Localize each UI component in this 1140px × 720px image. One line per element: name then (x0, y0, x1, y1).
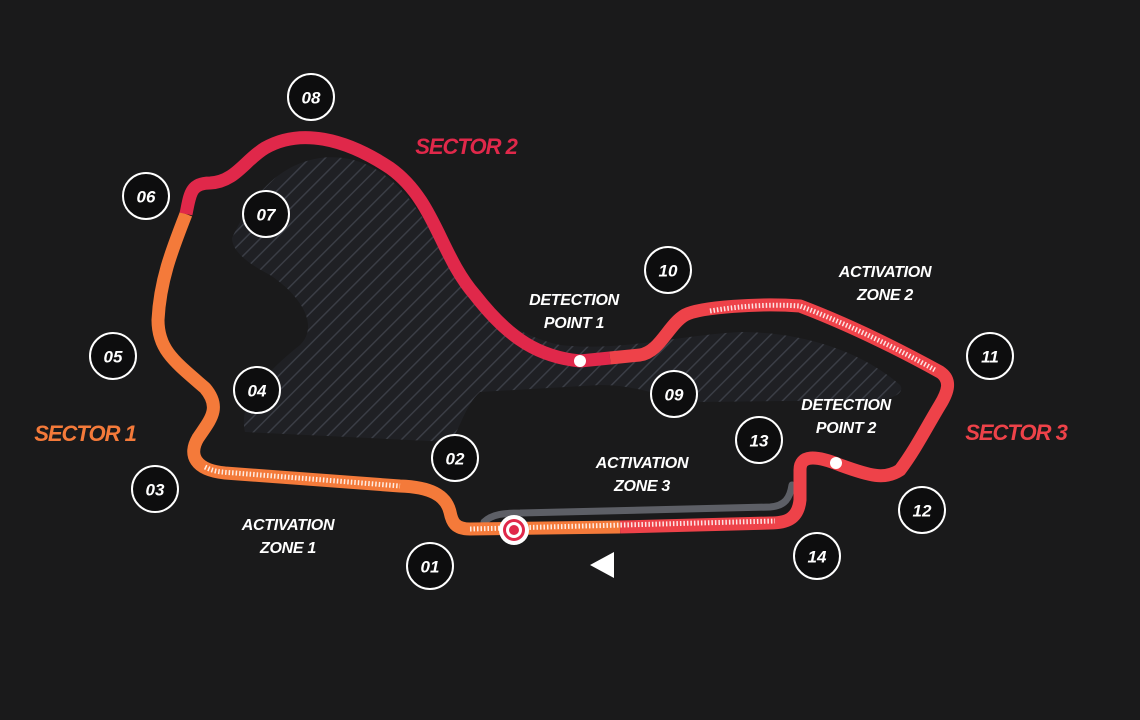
label-line: DETECTION (529, 292, 619, 309)
turn-circle (89, 332, 137, 380)
sector-1-label: SECTOR 1 (34, 421, 136, 446)
turn-circle (122, 172, 170, 220)
turn-number: 06 (137, 188, 156, 207)
turn-circle (131, 465, 179, 513)
label-line: ACTIVATION (241, 517, 335, 534)
turn-circle (650, 370, 698, 418)
activation-zone-2-label: ACTIVATION ZONE 2 (838, 264, 932, 304)
label-line: ACTIVATION (595, 455, 689, 472)
turn-number: 04 (248, 382, 267, 401)
turn-marker-10: 10 (644, 246, 692, 294)
turn-marker-09: 09 (650, 370, 698, 418)
target-icon (499, 515, 529, 545)
turn-marker-14: 14 (793, 532, 841, 580)
turn-marker-02: 02 (431, 434, 479, 482)
turn-number: 09 (665, 386, 684, 405)
turn-marker-13: 13 (735, 416, 783, 464)
label-line: ACTIVATION (838, 264, 932, 281)
detection-point-2-dot (830, 457, 842, 469)
turn-marker-04: 04 (233, 366, 281, 414)
turn-circle (898, 486, 946, 534)
turn-circle (233, 366, 281, 414)
activation-zone-1-label: ACTIVATION ZONE 1 (241, 517, 335, 557)
turn-marker-03: 03 (131, 465, 179, 513)
turn-marker-05: 05 (89, 332, 137, 380)
sector-2-label: SECTOR 2 (415, 134, 518, 159)
turn-number: 10 (659, 262, 678, 281)
turn-circle (431, 434, 479, 482)
pit-lane (480, 481, 796, 526)
turn-circle (735, 416, 783, 464)
turn-number: 13 (750, 432, 769, 451)
detection-point-2-label: DETECTION POINT 2 (801, 397, 892, 437)
turn-number: 02 (446, 450, 465, 469)
detection-point-1-dot (574, 355, 586, 367)
sector-3-label: SECTOR 3 (965, 420, 1067, 445)
turn-number: 11 (981, 348, 999, 367)
label-line: ZONE 2 (856, 287, 913, 304)
label-line: POINT 2 (816, 420, 877, 437)
turn-marker-12: 12 (898, 486, 946, 534)
turn-circle (644, 246, 692, 294)
activation-zone-2-marker (709, 302, 937, 373)
turn-number: 12 (913, 502, 932, 521)
infield-hatched-area (232, 157, 902, 442)
turn-circle (406, 542, 454, 590)
turn-marker-11: 11 (966, 332, 1014, 380)
turn-marker-06: 06 (122, 172, 170, 220)
detection-point-1-label: DETECTION POINT 1 (529, 292, 620, 332)
label-line: DETECTION (801, 397, 891, 414)
label-line: ZONE 3 (613, 478, 670, 495)
sector-3-track (609, 298, 954, 534)
turn-number: 07 (257, 206, 277, 225)
turn-circle (242, 190, 290, 238)
turn-number: 03 (146, 481, 165, 500)
label-line: POINT 1 (544, 315, 605, 332)
turn-marker-08: 08 (287, 73, 335, 121)
turn-number: 05 (104, 348, 123, 367)
turn-number: 08 (302, 89, 321, 108)
activation-zone-3-label: ACTIVATION ZONE 3 (595, 455, 689, 495)
turn-number: 14 (808, 548, 827, 567)
label-line: ZONE 1 (259, 540, 316, 557)
sector-2-track (179, 131, 611, 368)
turn-marker-01: 01 (406, 542, 454, 590)
turn-circle (793, 532, 841, 580)
turn-circle (966, 332, 1014, 380)
triangle-left-icon (590, 552, 614, 578)
turn-marker-07: 07 (242, 190, 290, 238)
sector-1-track (151, 211, 621, 536)
turn-number: 01 (421, 558, 440, 577)
turn-circle (287, 73, 335, 121)
